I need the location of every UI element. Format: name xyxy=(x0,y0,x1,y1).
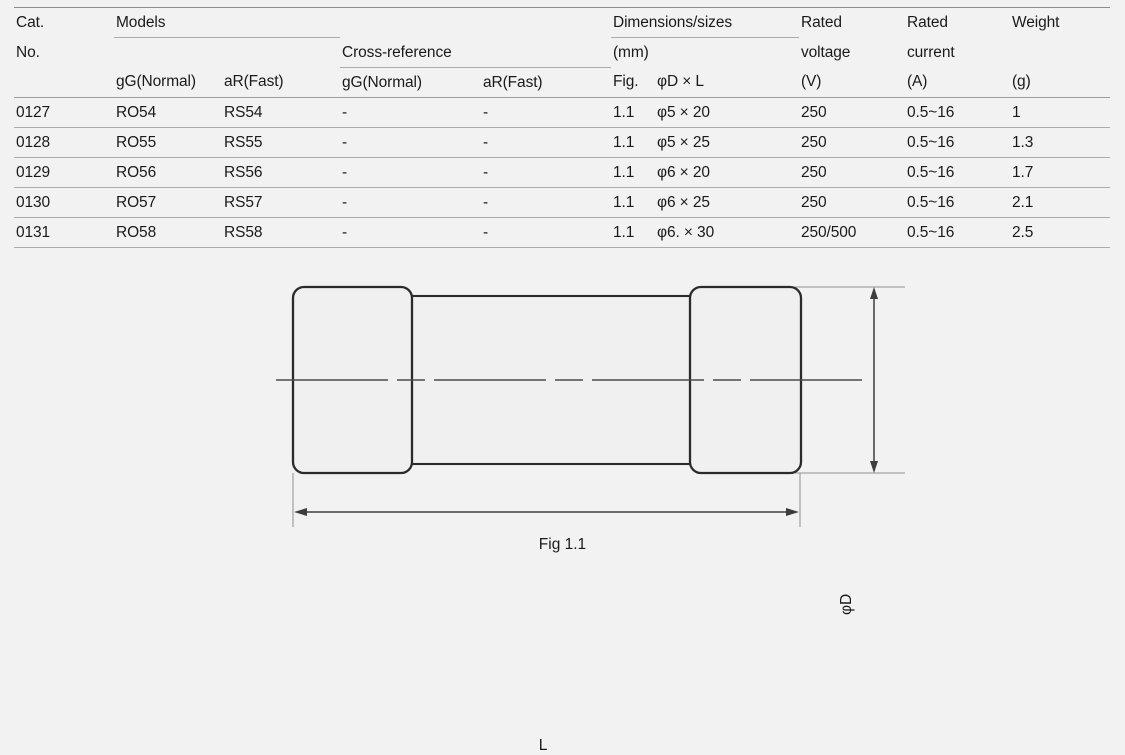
cell-rated-voltage: 250 xyxy=(799,97,905,128)
cell-xref-ar: - xyxy=(481,97,611,128)
cell-rated-current: 0.5~16 xyxy=(905,157,1010,188)
cell-cat-no: 0131 xyxy=(14,217,114,248)
cell-models-ar: RS58 xyxy=(222,217,340,248)
cell-cat-no: 0130 xyxy=(14,187,114,218)
header-cat-no-line2: No. xyxy=(16,43,40,61)
cell-weight: 1.3 xyxy=(1010,127,1110,158)
fuse-drawing-svg xyxy=(276,285,905,527)
cell-xref-gg: - xyxy=(340,217,481,248)
length-dimension-arrow xyxy=(294,508,799,516)
header-models-ar: aR(Fast) xyxy=(222,67,340,98)
cell-weight: 2.5 xyxy=(1010,217,1110,248)
diameter-dimension-label: φD xyxy=(838,593,855,615)
header-dia-x-l: φD × L xyxy=(655,67,799,98)
cell-rated-voltage: 250 xyxy=(799,127,905,158)
header-cross-reference-group: Cross-reference xyxy=(340,37,611,68)
cell-dia-x-l: φ6. × 30 xyxy=(655,217,799,248)
header-rated-current-line1: Rated xyxy=(905,7,1010,38)
cell-models-ar: RS55 xyxy=(222,127,340,158)
cell-rated-current: 0.5~16 xyxy=(905,217,1010,248)
cell-models-gg: RO55 xyxy=(114,127,222,158)
fuse-dimension-drawing: φD L xyxy=(0,252,1125,754)
header-rated-voltage-unit: (V) xyxy=(799,67,905,98)
header-fig: Fig. xyxy=(611,67,655,98)
cell-models-gg: RO57 xyxy=(114,187,222,218)
cell-models-ar: RS56 xyxy=(222,157,340,188)
header-weight: Weight xyxy=(1010,7,1110,38)
figure-caption: Fig 1.1 xyxy=(538,536,587,553)
cell-rated-voltage: 250 xyxy=(799,187,905,218)
cell-dia-x-l: φ6 × 20 xyxy=(655,157,799,188)
cell-fig: 1.1 xyxy=(611,187,655,218)
cell-fig: 1.1 xyxy=(611,97,655,128)
cell-xref-ar: - xyxy=(481,187,611,218)
cell-xref-ar: - xyxy=(481,157,611,188)
cell-fig: 1.1 xyxy=(611,127,655,158)
cell-cat-no: 0129 xyxy=(14,157,114,188)
cell-weight: 2.1 xyxy=(1010,187,1110,218)
cell-xref-gg: - xyxy=(340,157,481,188)
header-xref-ar: aR(Fast) xyxy=(481,67,611,98)
length-dimension-label: L xyxy=(538,737,548,754)
header-models-spacer xyxy=(114,38,340,68)
header-models-gg: gG(Normal) xyxy=(114,67,222,98)
cell-weight: 1 xyxy=(1010,97,1110,128)
header-models-group: Models xyxy=(114,7,340,38)
cell-models-gg: RO56 xyxy=(114,157,222,188)
header-dimensions-line1: Dimensions/sizes xyxy=(611,7,799,38)
cell-models-gg: RO54 xyxy=(114,97,222,128)
cell-models-ar: RS54 xyxy=(222,97,340,128)
cell-rated-current: 0.5~16 xyxy=(905,127,1010,158)
header-cat-no-line1: Cat. xyxy=(14,7,114,38)
cell-cat-no: 0128 xyxy=(14,127,114,158)
cell-dia-x-l: φ5 × 25 xyxy=(655,127,799,158)
header-cat-no-spacer xyxy=(14,67,114,98)
header-rated-voltage-line1: Rated xyxy=(799,7,905,38)
header-xref-spacer xyxy=(340,7,611,38)
cell-xref-ar: - xyxy=(481,217,611,248)
cell-rated-voltage: 250/500 xyxy=(799,217,905,248)
cell-xref-gg: - xyxy=(340,187,481,218)
header-row-1: Cat. Models Dimensions/sizes Rated Rated… xyxy=(14,7,1110,38)
cell-rated-current: 0.5~16 xyxy=(905,97,1010,128)
cell-fig: 1.1 xyxy=(611,217,655,248)
diameter-dimension-arrow xyxy=(870,287,878,473)
header-rated-voltage-line2: voltage xyxy=(801,43,851,61)
header-rated-current-line2: current xyxy=(907,43,955,61)
header-weight-spacer xyxy=(1010,38,1110,68)
specification-table: Cat. Models Dimensions/sizes Rated Rated… xyxy=(14,7,1110,248)
header-dimensions-line2: (mm) xyxy=(613,44,649,61)
cell-rated-current: 0.5~16 xyxy=(905,187,1010,218)
cell-xref-ar: - xyxy=(481,127,611,158)
header-row-3: gG(Normal) aR(Fast) gG(Normal) aR(Fast) … xyxy=(14,67,1110,98)
cell-rated-voltage: 250 xyxy=(799,157,905,188)
cell-models-ar: RS57 xyxy=(222,187,340,218)
cell-fig: 1.1 xyxy=(611,157,655,188)
header-row-2: No. Cross-reference (mm) voltage current xyxy=(14,37,1110,68)
table-header: Cat. Models Dimensions/sizes Rated Rated… xyxy=(14,7,1110,98)
cell-xref-gg: - xyxy=(340,97,481,128)
cell-dia-x-l: φ5 × 20 xyxy=(655,97,799,128)
extension-lines xyxy=(292,286,905,527)
cell-weight: 1.7 xyxy=(1010,157,1110,188)
cell-xref-gg: - xyxy=(340,127,481,158)
header-weight-unit: (g) xyxy=(1010,67,1110,98)
cell-models-gg: RO58 xyxy=(114,217,222,248)
cell-cat-no: 0127 xyxy=(14,97,114,128)
header-xref-gg: gG(Normal) xyxy=(340,67,481,98)
cell-dia-x-l: φ6 × 25 xyxy=(655,187,799,218)
header-rated-current-unit: (A) xyxy=(905,67,1010,98)
